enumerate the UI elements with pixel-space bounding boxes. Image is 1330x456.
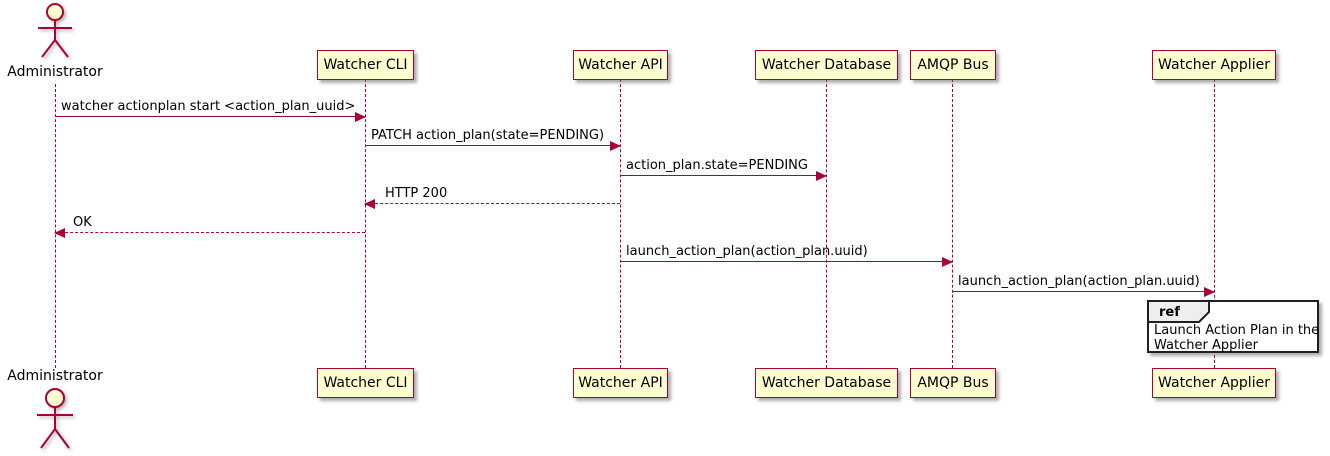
message-label: HTTP 200	[385, 186, 448, 201]
message-launch-action-plan-api: launch_action_plan(action_plan.uuid)	[620, 244, 953, 267]
lifeline-watcher-applier	[1214, 79, 1215, 368]
ref-text-line2: Watcher Applier	[1154, 338, 1258, 353]
participant-label: AMQP Bus	[917, 57, 989, 73]
participant-label: Watcher CLI	[323, 375, 408, 391]
ref-text-line1: Launch Action Plan in the	[1154, 323, 1320, 338]
actor-administrator-bottom	[29, 386, 81, 456]
message-line	[55, 116, 365, 117]
participant-label: Watcher Database	[761, 375, 892, 391]
participant-watcher-cli-top: Watcher CLI	[317, 50, 414, 80]
actor-administrator-top	[29, 2, 81, 66]
arrowhead-right-icon	[1204, 287, 1215, 297]
participant-watcher-database-top: Watcher Database	[755, 50, 898, 80]
lifeline-watcher-cli	[365, 79, 366, 368]
participant-watcher-cli-bottom: Watcher CLI	[317, 368, 414, 398]
ref-keyword: ref	[1159, 305, 1180, 320]
message-label: watcher actionplan start <action_plan_uu…	[61, 99, 356, 114]
lifeline-watcher-database	[826, 79, 827, 368]
ref-header-icon: ref	[1147, 300, 1210, 323]
participant-watcher-applier-bottom: Watcher Applier	[1152, 368, 1276, 398]
actor-icon	[37, 388, 73, 449]
message-line	[55, 232, 365, 233]
message-http-200: HTTP 200	[364, 186, 620, 209]
message-label: launch_action_plan(action_plan.uuid)	[958, 274, 1200, 289]
message-patch-action-plan: PATCH action_plan(state=PENDING)	[365, 128, 621, 151]
message-line	[365, 203, 620, 204]
participant-label: AMQP Bus	[917, 375, 989, 391]
participant-watcher-api-top: Watcher API	[573, 50, 668, 80]
message-label: launch_action_plan(action_plan.uuid)	[626, 244, 868, 259]
message-line	[365, 145, 620, 146]
participant-label: Watcher Applier	[1158, 57, 1270, 73]
participant-label: Watcher API	[578, 375, 663, 391]
lifeline-watcher-api	[620, 79, 621, 368]
participant-watcher-applier-top: Watcher Applier	[1152, 50, 1276, 80]
participant-label: Watcher CLI	[323, 57, 408, 73]
message-ok: OK	[54, 215, 365, 238]
arrowhead-right-icon	[355, 112, 366, 122]
message-label: PATCH action_plan(state=PENDING)	[371, 128, 605, 143]
arrowhead-right-icon	[816, 171, 827, 181]
arrowhead-right-icon	[942, 257, 953, 267]
message-line	[620, 175, 826, 176]
lifeline-administrator	[55, 84, 56, 368]
message-action-plan-state-pending: action_plan.state=PENDING	[620, 158, 827, 181]
arrowhead-right-icon	[610, 141, 621, 151]
participant-watcher-api-bottom: Watcher API	[573, 368, 668, 398]
participant-label: Watcher API	[578, 57, 663, 73]
arrowhead-left-icon	[54, 228, 65, 238]
arrowhead-left-icon	[364, 199, 375, 209]
participant-amqp-bus-top: AMQP Bus	[910, 50, 996, 80]
lifeline-amqp-bus	[952, 79, 953, 368]
message-label: OK	[73, 215, 92, 230]
actor-label-bottom: Administrator	[7, 368, 103, 384]
message-line	[620, 261, 952, 262]
ref-fragment: ref Launch Action Plan in the Watcher Ap…	[1147, 300, 1319, 353]
actor-label-top: Administrator	[7, 64, 103, 80]
participant-label: Watcher Database	[761, 57, 892, 73]
message-launch-action-plan-amqp: launch_action_plan(action_plan.uuid)	[952, 274, 1215, 297]
ref-text: Launch Action Plan in the Watcher Applie…	[1154, 323, 1319, 353]
message-line	[952, 291, 1214, 292]
message-label: action_plan.state=PENDING	[626, 158, 808, 173]
participant-label: Watcher Applier	[1158, 375, 1270, 391]
participant-amqp-bus-bottom: AMQP Bus	[910, 368, 996, 398]
actor-icon	[38, 3, 72, 58]
message-actionplan-start: watcher actionplan start <action_plan_uu…	[55, 99, 366, 122]
participant-watcher-database-bottom: Watcher Database	[755, 368, 898, 398]
